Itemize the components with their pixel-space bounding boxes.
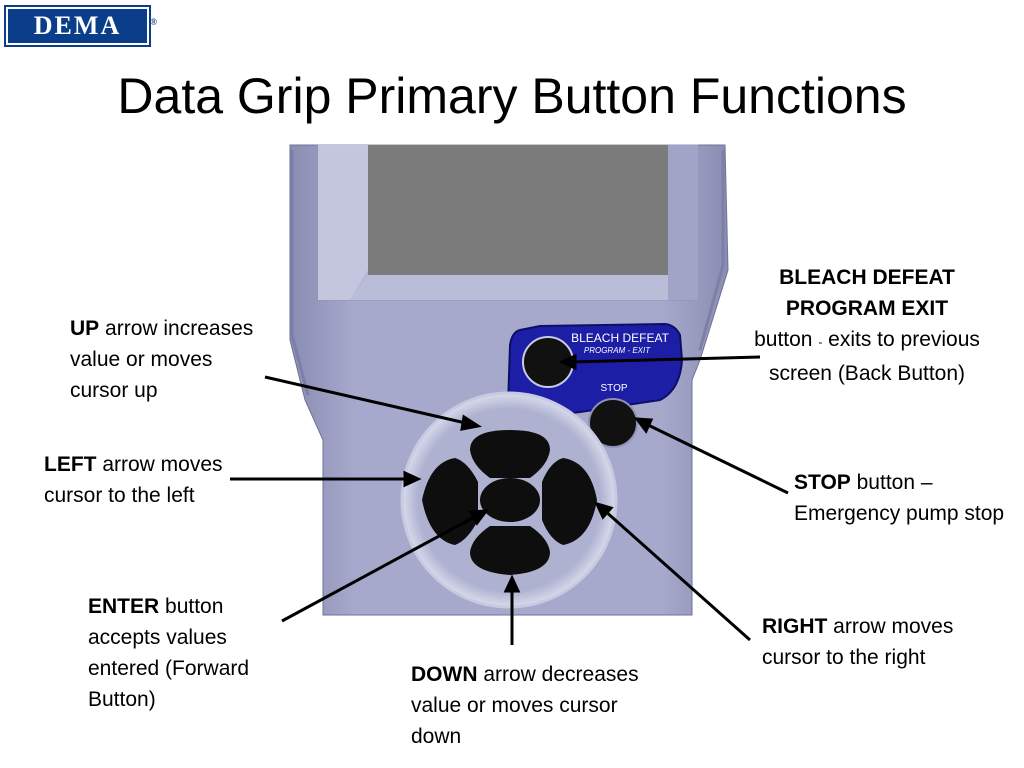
callout-bleach-text-b: exits to previous screen (Back Button) [768, 328, 980, 385]
leader-left-arrowhead [403, 470, 422, 488]
up-arrow-button[interactable] [470, 430, 550, 478]
callout-stop-text: button – Emergency pump stop [794, 471, 1005, 525]
callout-left-text: arrow moves cursor to the left [44, 453, 223, 507]
leader-bleach-arrowhead [558, 353, 577, 371]
callout-left-bold: LEFT [44, 453, 97, 476]
callout-down-arrow: DOWN arrow decreases value or moves curs… [411, 659, 651, 752]
right-arrow-button[interactable] [542, 458, 597, 545]
screen-bottom-bevel [350, 275, 668, 300]
callout-left-arrow: LEFT arrow moves cursor to the left [44, 449, 244, 511]
leader-up-arrowhead [460, 414, 482, 431]
enter-button[interactable] [480, 478, 540, 522]
device-right-rail [698, 150, 725, 351]
down-arrow-button[interactable] [470, 526, 550, 575]
device-left-rail [290, 150, 310, 396]
dema-logo: DEMA ® [4, 5, 157, 47]
screen-bezel-inner [318, 145, 368, 300]
callout-up-text: arrow increases value or moves cursor up [70, 317, 254, 402]
callout-enter-text: button accepts values entered (Forward B… [88, 595, 250, 711]
leader-right [603, 508, 751, 642]
callout-bleach-defeat: BLEACH DEFEAT PROGRAM EXIT button - exits… [752, 262, 982, 389]
callout-enter-button: ENTER button accepts values entered (For… [88, 591, 298, 715]
leader-down-arrowhead [503, 574, 521, 593]
callout-enter-bold: ENTER [88, 595, 160, 618]
stop-button[interactable] [588, 398, 638, 448]
leader-enter [281, 513, 479, 623]
callout-stop-bold: STOP [794, 471, 851, 494]
leader-stop [645, 422, 789, 495]
leader-right-arrowhead [594, 501, 614, 520]
callout-up-bold: UP [70, 317, 100, 340]
logo-registered-mark: ® [150, 17, 157, 27]
callout-down-text: arrow decreases value or moves cursor do… [411, 663, 639, 748]
callout-right-arrow: RIGHT arrow moves cursor to the right [762, 611, 962, 673]
stop-label: STOP [600, 383, 627, 394]
leader-up [264, 375, 471, 426]
callout-bleach-separator: - [818, 335, 823, 349]
callout-right-bold: RIGHT [762, 615, 828, 638]
callout-stop-button: STOP button – Emergency pump stop [794, 467, 1014, 529]
screen-bezel-right [668, 145, 698, 300]
leader-stop-arrowhead [633, 417, 654, 434]
lcd-screen [368, 145, 668, 275]
callout-right-text: arrow moves cursor to the right [762, 615, 954, 669]
callout-down-bold: DOWN [411, 663, 478, 686]
leader-enter-arrowhead [468, 509, 490, 526]
logo-text: DEMA [33, 11, 122, 40]
callout-bleach-text-a: button [754, 328, 819, 351]
leader-bleach [571, 355, 761, 364]
bleach-label-1: BLEACH DEFEAT [571, 331, 669, 345]
callout-up-arrow: UP arrow increases value or moves cursor… [70, 313, 270, 406]
page-title: Data Grip Primary Button Functions [117, 68, 907, 124]
bleach-label-2: PROGRAM - EXIT [584, 346, 651, 355]
callout-bleach-bold: BLEACH DEFEAT PROGRAM EXIT [779, 266, 955, 320]
